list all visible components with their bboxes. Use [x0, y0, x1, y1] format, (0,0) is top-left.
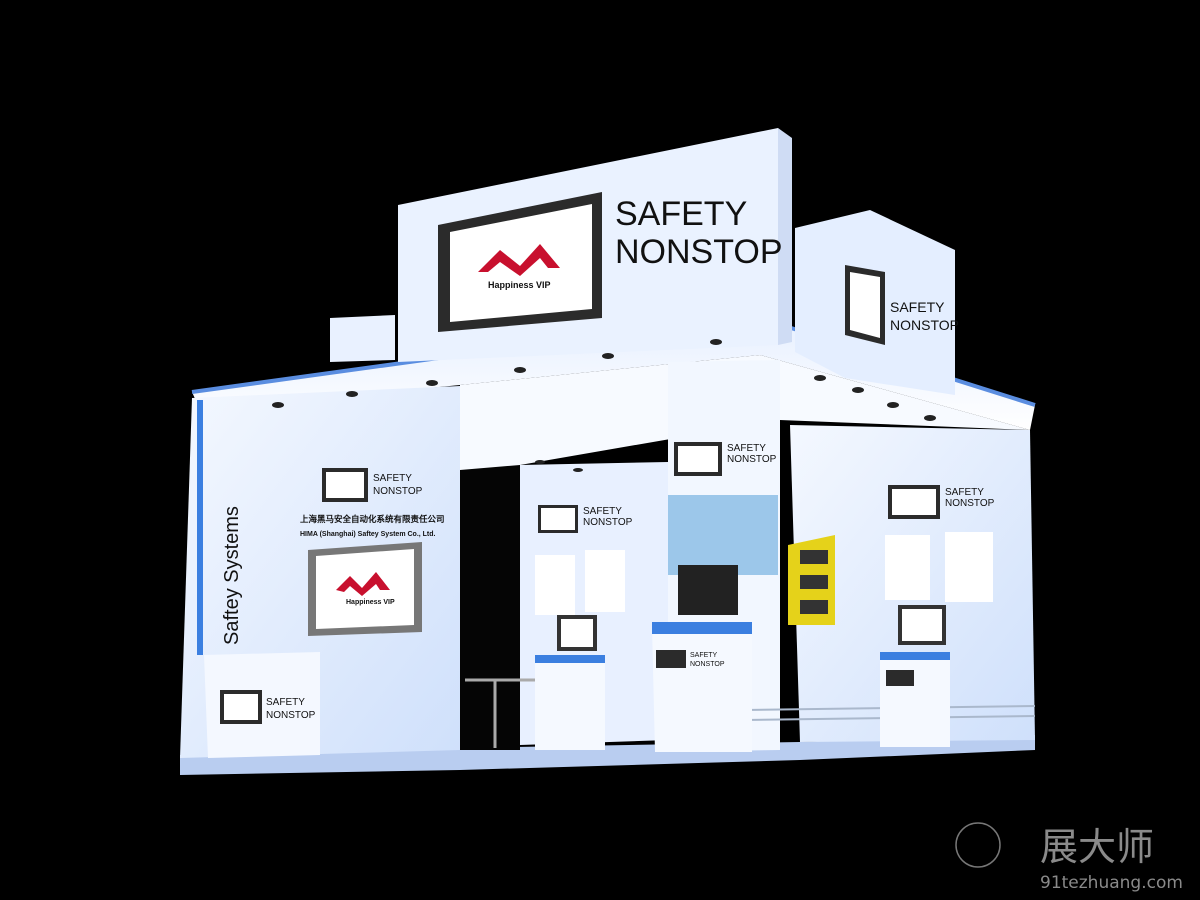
stand-sign-line2: NONSTOP	[690, 661, 725, 668]
header-brand-line2: NONSTOP	[615, 233, 783, 271]
counter-sign-line2: NONSTOP	[266, 710, 316, 721]
company-name-en: HIMA (Shanghai) Saftey System Co., Ltd.	[300, 531, 436, 538]
ceiling-lights	[272, 339, 936, 472]
watermark-title: 展大师	[1040, 825, 1154, 869]
right-header-line2: NONSTOP	[890, 317, 959, 333]
left-header-stub	[330, 315, 395, 362]
company-name-cn: 上海黑马安全自动化系统有限责任公司	[300, 514, 445, 525]
column-sign-line1: SAFETY	[727, 443, 766, 454]
mid-sign-line2: NONSTOP	[583, 517, 633, 528]
mascot-icon	[955, 822, 1001, 868]
column-sign-line2: NONSTOP	[727, 454, 777, 465]
tile-video-wall	[668, 495, 778, 575]
watermark-url: 91tezhuang.com	[1040, 873, 1183, 893]
right-header-line1: SAFETY	[890, 299, 945, 315]
kiosk-right	[880, 652, 950, 747]
booth-floor	[180, 735, 1035, 775]
kiosk-left	[535, 655, 605, 750]
vertical-brand-text: Saftey Systems	[221, 506, 243, 645]
header-brand-line1: SAFETY	[615, 195, 747, 233]
logo-mark	[478, 244, 560, 276]
header-side	[778, 128, 792, 345]
left-sign-line1: SAFETY	[373, 473, 412, 484]
right-sign-line1: SAFETY	[945, 487, 984, 498]
interior-dark	[460, 465, 520, 750]
counter-sign-line1: SAFETY	[266, 697, 305, 708]
monitor	[678, 565, 738, 615]
left-sign-line2: NONSTOP	[373, 486, 423, 497]
display-stand	[652, 622, 752, 752]
stand-sign-line1: SAFETY	[690, 652, 718, 659]
left-screen-caption: Happiness VIP	[346, 599, 395, 606]
watermark: 展大师 91tezhuang.com	[955, 822, 1183, 893]
right-sign-line2: NONSTOP	[945, 498, 995, 509]
mid-sign-line1: SAFETY	[583, 506, 622, 517]
logo-caption: Happiness VIP	[488, 280, 551, 290]
